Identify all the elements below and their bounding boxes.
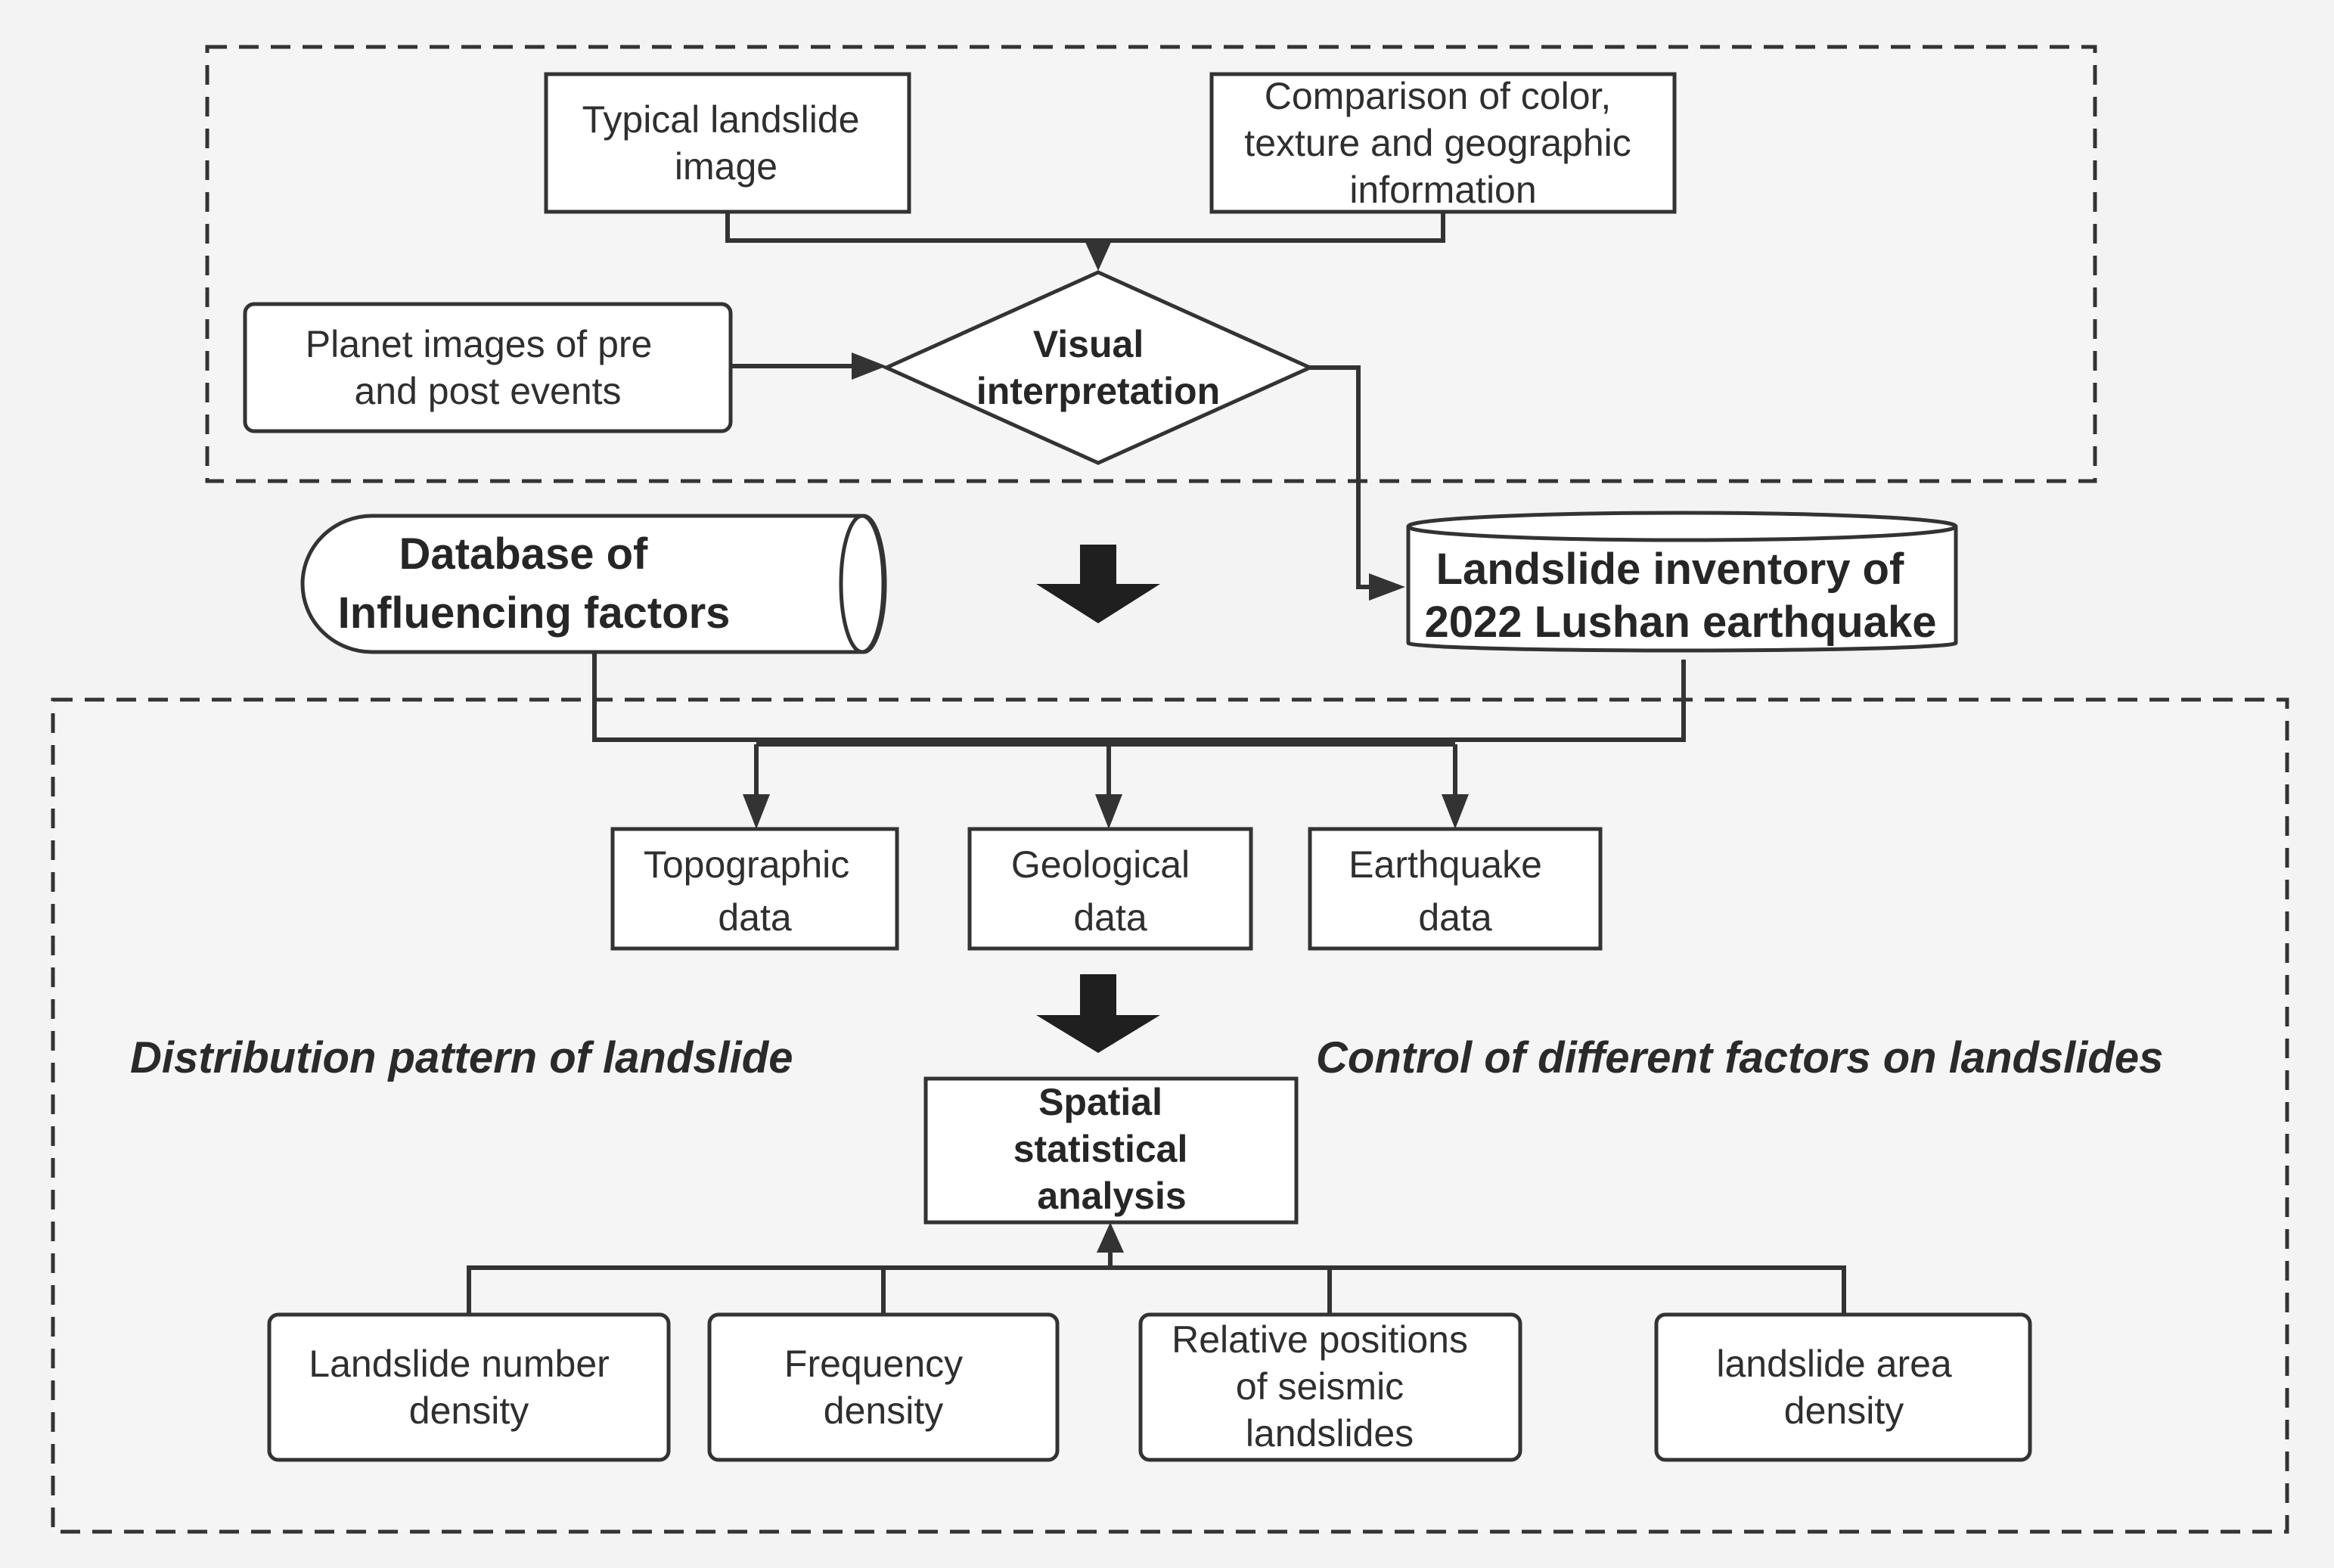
- typical-image-line-1: Typical landslide: [582, 98, 860, 141]
- geological-line-2: data: [1073, 896, 1147, 939]
- frequency-density-box: [707, 1312, 1060, 1462]
- spatial-line-1: Spatial: [1038, 1081, 1162, 1123]
- earthquake-line-2: data: [1418, 896, 1492, 939]
- big-down-arrow-bottom: [1036, 974, 1160, 1053]
- svg-text:Topographic data: Topographic data: [644, 843, 860, 939]
- database-line-2: Influencing factors: [338, 588, 731, 638]
- number-density-line-2: density: [409, 1389, 529, 1432]
- svg-text:Geological data: Geological data: [1011, 843, 1200, 939]
- svg-text:Planet images of pre and p: Planet images of pre and post events: [306, 323, 663, 412]
- topographic-data-box: [610, 827, 899, 951]
- arrowhead-into-spatial: [1097, 1222, 1124, 1253]
- svg-text:Comparison of color, textu: Comparison of color, texture and geograp…: [1244, 75, 1641, 211]
- planet-images-line-2: and post events: [354, 370, 621, 412]
- visual-interpretation-diamond: [881, 270, 1315, 465]
- connector-bottom-bus: [467, 1265, 1846, 1315]
- inventory-line-2: 2022 Lushan earthquake: [1425, 598, 1937, 647]
- area-density-line-2: density: [1784, 1389, 1904, 1432]
- visual-line-2: interpretation: [976, 370, 1220, 412]
- control-factors-label: Control of different factors on landslid…: [1316, 1033, 2163, 1082]
- database-line-1: Database of: [399, 529, 648, 579]
- big-down-arrow-top: [1036, 545, 1160, 623]
- inventory-cylinder: [1406, 526, 1958, 653]
- connector-typical-to-visual: [725, 212, 1098, 243]
- comparison-line-1: Comparison of color,: [1265, 75, 1612, 117]
- arrowhead-to-geological: [1095, 794, 1122, 829]
- connector-inventory-down: [1104, 660, 1686, 742]
- relative-positions-box: [1138, 1312, 1522, 1462]
- connector-database-down: [592, 652, 1112, 742]
- planet-images-line-1: Planet images of pre: [306, 323, 653, 365]
- typical-landslide-image-box: [544, 72, 911, 214]
- comparison-line-2: texture and geographic: [1244, 122, 1631, 164]
- svg-text:Landslide inventory of 202: Landslide inventory of 2022 Lushan earth…: [1425, 545, 1937, 647]
- topographic-line-2: data: [718, 896, 792, 939]
- topographic-line-1: Topographic: [644, 843, 849, 886]
- connector-visual-to-inventory: [1310, 365, 1370, 589]
- earthquake-data-box: [1308, 827, 1603, 951]
- geological-data-box: [967, 827, 1253, 951]
- database-cylinder-cap: [839, 514, 886, 654]
- relative-line-2: of seismic: [1236, 1365, 1404, 1408]
- distribution-pattern-label: Distribution pattern of landslide: [130, 1033, 793, 1082]
- landslide-number-density-box: [267, 1312, 671, 1462]
- frequency-line-1: Frequency: [784, 1343, 963, 1385]
- spatial-statistical-analysis-box: [923, 1076, 1299, 1225]
- landslide-area-density-box: [1654, 1312, 2032, 1462]
- frequency-line-2: density: [824, 1389, 943, 1432]
- earthquake-line-1: Earthquake: [1349, 843, 1542, 886]
- geological-line-1: Geological: [1011, 843, 1190, 886]
- arrowhead-into-visual: [1085, 241, 1112, 271]
- svg-text:Database of Influencing fa: Database of Influencing factors: [338, 529, 731, 638]
- relative-line-3: landslides: [1246, 1412, 1414, 1455]
- typical-image-line-2: image: [675, 145, 777, 188]
- inventory-line-1: Landslide inventory of: [1436, 545, 1904, 594]
- relative-line-1: Relative positions: [1172, 1318, 1468, 1361]
- arrowhead-to-topographic: [743, 794, 770, 829]
- svg-text:Spatial statistical an: Spatial statistical analysis: [1013, 1081, 1199, 1217]
- svg-text:Relative positions of seis: Relative positions of seismic landslides: [1172, 1318, 1479, 1455]
- svg-text:Earthquake data: Earthquake data: [1349, 843, 1553, 939]
- svg-text:Landslide number density: Landslide number density: [309, 1343, 619, 1432]
- svg-text:Visual interpretation: Visual interpretation: [976, 323, 1220, 412]
- arrowhead-to-earthquake: [1442, 794, 1469, 829]
- spatial-line-2: statistical: [1013, 1128, 1188, 1170]
- arrowhead-into-inventory: [1369, 573, 1405, 601]
- visual-line-1: Visual: [1033, 323, 1144, 365]
- svg-text:Frequency density: Frequency density: [784, 1343, 973, 1432]
- comparison-line-3: information: [1349, 169, 1536, 211]
- svg-text:Typical landslide image: Typical landslide image: [582, 98, 871, 188]
- spatial-line-3: analysis: [1037, 1175, 1186, 1217]
- area-density-line-1: landslide area: [1716, 1343, 1952, 1385]
- number-density-line-1: Landslide number: [309, 1343, 610, 1385]
- inventory-cylinder-top: [1406, 511, 1958, 542]
- svg-text:landslide area density: landslide area density: [1716, 1343, 1962, 1432]
- arrowhead-planet-to-visual: [852, 352, 886, 380]
